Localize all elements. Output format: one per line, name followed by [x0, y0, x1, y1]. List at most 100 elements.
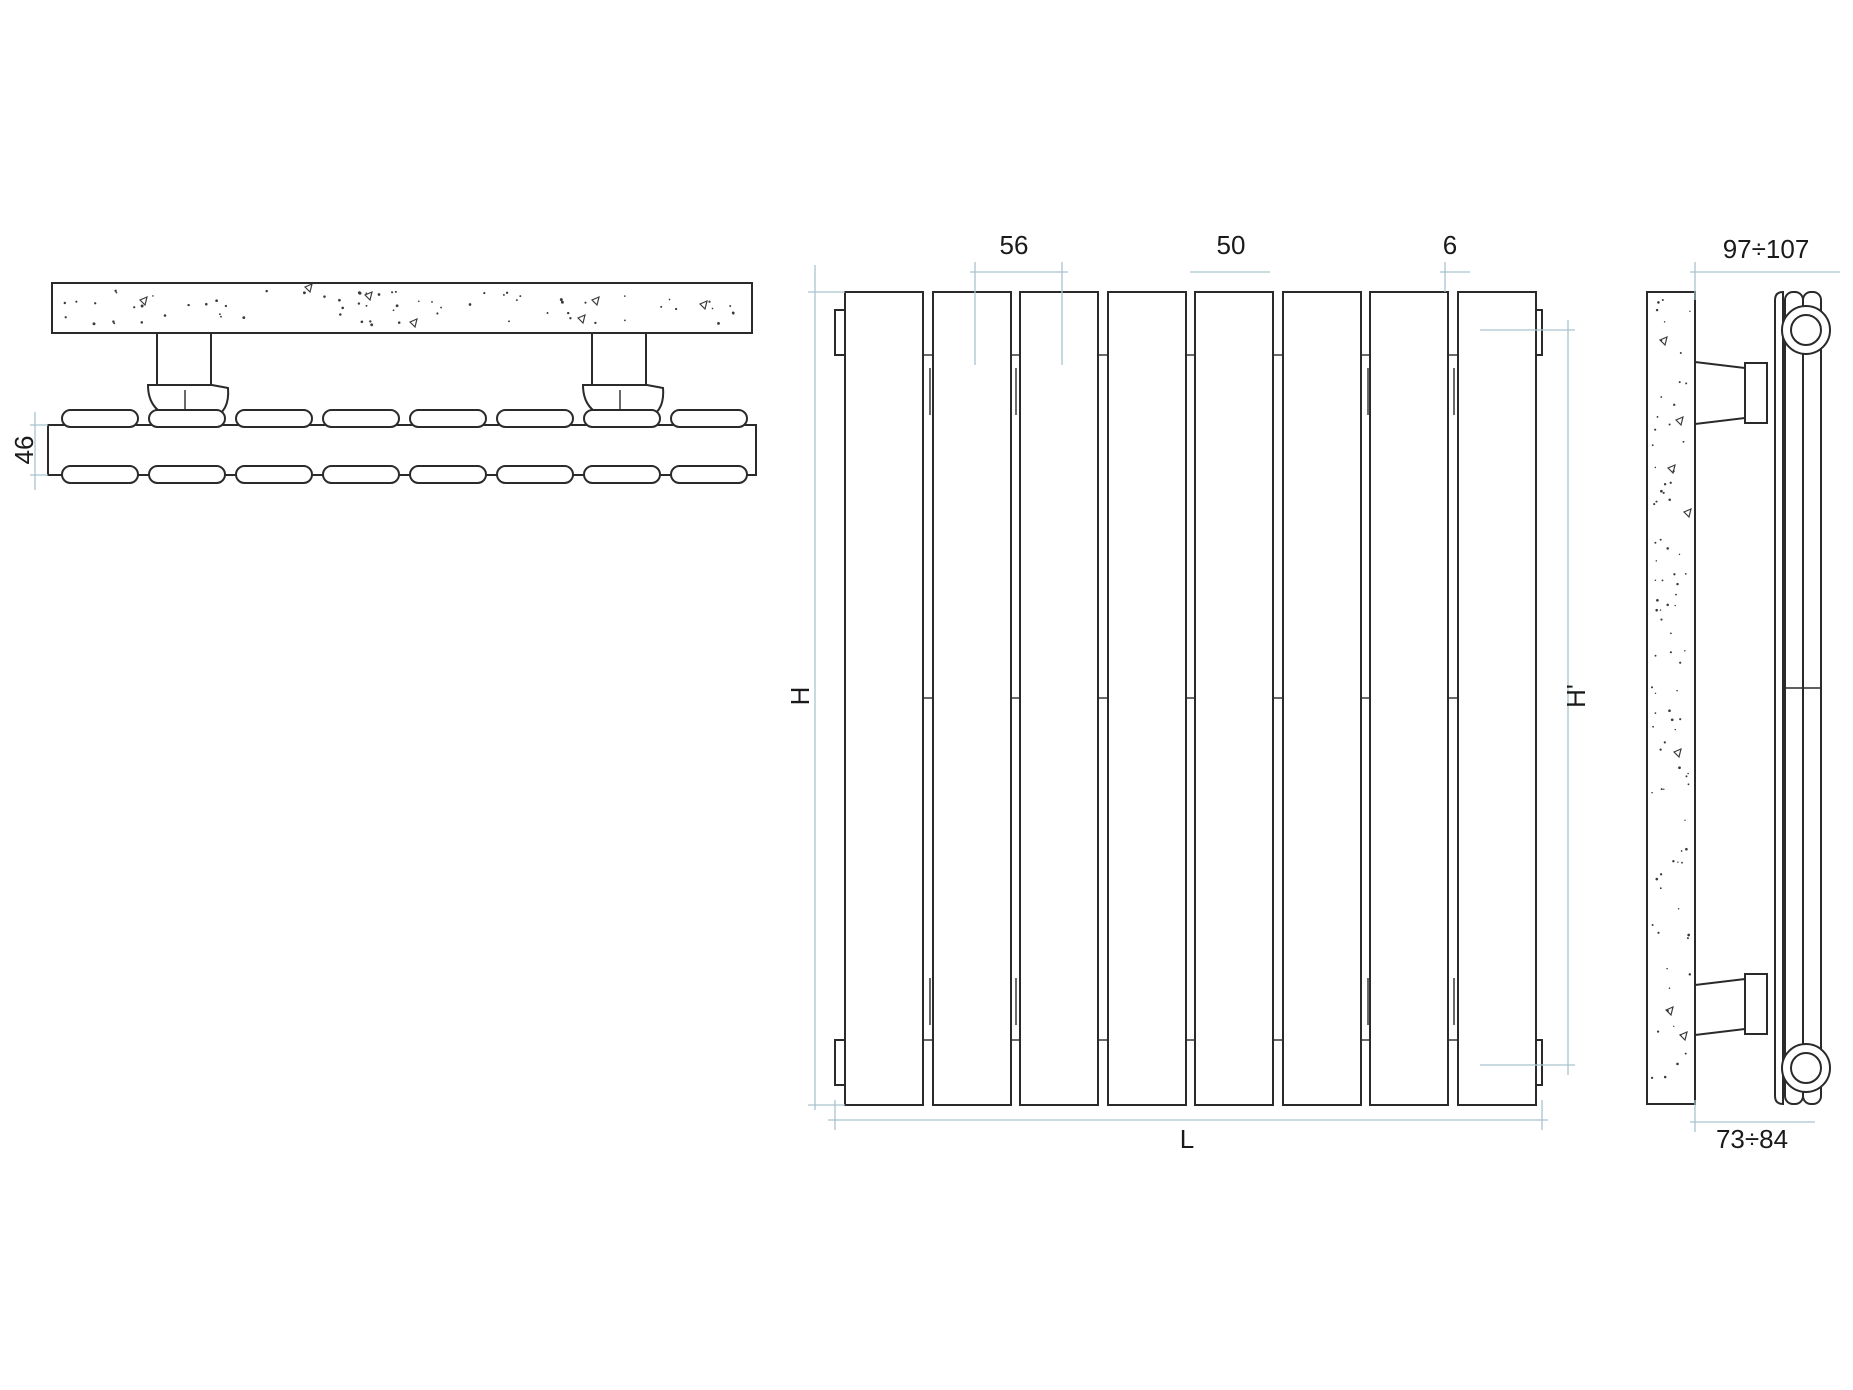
speck: [584, 301, 587, 304]
speck: [1657, 301, 1660, 304]
speck: [1652, 725, 1654, 728]
speck: [1682, 440, 1685, 443]
speck: [508, 320, 510, 323]
speck: [1666, 603, 1669, 607]
speck: [205, 302, 208, 306]
speck: [1684, 573, 1687, 575]
speck: [112, 320, 115, 323]
plan-tube-back: [148, 465, 226, 484]
speck: [502, 293, 505, 296]
plan-tube-front: [583, 409, 661, 428]
speck: [483, 292, 486, 295]
speck: [1669, 651, 1672, 654]
speck: [64, 316, 67, 319]
speck-triangle: [1664, 1005, 1674, 1017]
speck: [1684, 650, 1686, 652]
side-bracket-bottom: [1694, 973, 1768, 1037]
plan-tube-back: [670, 465, 748, 484]
plan-tube-back: [235, 465, 313, 484]
speck: [1684, 1052, 1687, 1055]
speck: [63, 301, 67, 305]
speck: [215, 299, 218, 303]
front-panel-4: [1107, 291, 1187, 1106]
speck: [392, 309, 395, 312]
speck: [1660, 788, 1663, 791]
speck: [1676, 582, 1679, 586]
speck: [1654, 466, 1657, 469]
dim-label-73-84: 73÷84: [1716, 1124, 1788, 1154]
speck: [397, 321, 401, 324]
dim-label-6: 6: [1443, 230, 1457, 260]
side-wall-texture: [1650, 298, 1692, 1080]
speck: [1659, 748, 1662, 751]
speck: [1663, 482, 1667, 486]
speck: [711, 307, 714, 310]
speck: [1687, 783, 1690, 786]
front-stub-top-left: [834, 309, 846, 356]
plan-tube-front: [322, 409, 400, 428]
speck: [1655, 877, 1659, 881]
speck: [569, 317, 572, 320]
speck: [1660, 489, 1663, 493]
speck: [1661, 298, 1664, 302]
speck: [729, 305, 732, 307]
side-collector-top: [1781, 305, 1831, 355]
speck: [242, 316, 246, 319]
dim-label-50: 50: [1217, 230, 1246, 260]
front-valves: [929, 368, 1455, 1025]
front-panel-6: [1282, 291, 1362, 1106]
speck: [1668, 498, 1671, 502]
speck: [1676, 1062, 1679, 1066]
speck: [1666, 547, 1669, 550]
speck: [360, 320, 364, 324]
speck: [668, 298, 671, 301]
speck-triangle: [363, 290, 373, 302]
speck: [357, 291, 361, 295]
speck: [395, 304, 399, 308]
side-panel-plate-b: [1802, 291, 1822, 1105]
speck: [1681, 861, 1683, 864]
speck: [339, 313, 342, 316]
speck: [732, 312, 735, 315]
speck: [560, 300, 564, 304]
speck: [515, 299, 518, 302]
speck: [1663, 741, 1666, 744]
side-collector-bottom: [1781, 1043, 1831, 1093]
plan-depth-label: 46: [9, 436, 39, 465]
speck: [1669, 481, 1672, 484]
side-panel-back: [1774, 290, 1784, 1106]
speck-triangle: [1658, 335, 1668, 347]
plan-tube-back: [322, 465, 400, 484]
speck: [1654, 579, 1657, 582]
speck: [377, 293, 381, 296]
plan-tube-back: [583, 465, 661, 484]
speck: [187, 303, 190, 307]
plan-tube-back: [409, 465, 487, 484]
front-view: 56 50 6 H H' L: [785, 230, 1591, 1154]
speck: [708, 300, 711, 303]
speck: [94, 302, 97, 305]
dim-label-L: L: [1180, 1124, 1194, 1154]
speck: [1654, 428, 1657, 431]
speck: [1676, 689, 1678, 692]
front-panel-2: [932, 291, 1012, 1106]
speck: [1657, 931, 1660, 934]
speck: [140, 321, 144, 324]
plan-tube-back: [61, 465, 139, 484]
speck: [1674, 728, 1677, 731]
plan-tube-front: [61, 409, 139, 428]
speck: [1679, 352, 1682, 354]
plan-bracket-right: [581, 332, 665, 419]
speck: [1680, 850, 1683, 852]
speck: [1677, 908, 1680, 910]
speck: [1654, 692, 1657, 695]
speck: [1656, 598, 1659, 602]
speck-triangle: [1672, 747, 1682, 759]
dim-label-56: 56: [1000, 230, 1029, 260]
speck-triangle: [1674, 415, 1684, 427]
speck: [1663, 321, 1666, 323]
speck: [1659, 538, 1662, 541]
speck: [1670, 718, 1674, 722]
speck: [1668, 987, 1671, 989]
speck: [1674, 604, 1676, 607]
